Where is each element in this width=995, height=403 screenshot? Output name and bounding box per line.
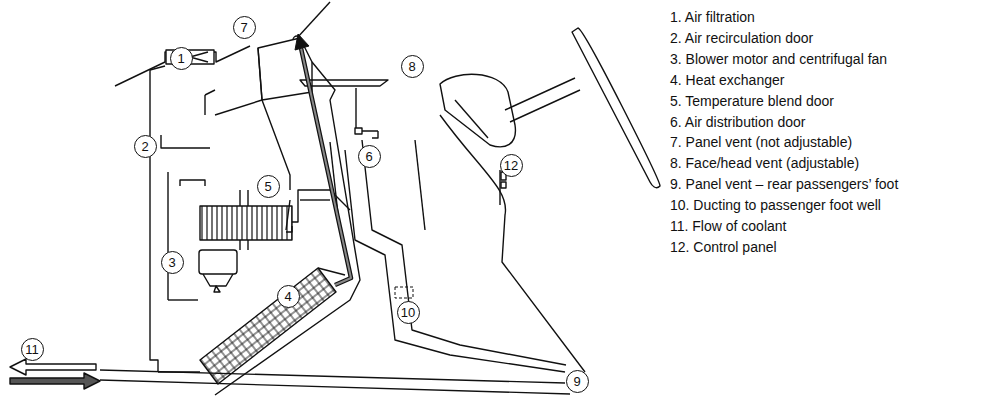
key-entry: 10. Ducting to passenger foot well: [670, 197, 881, 213]
key-entry: 1. Air filtration: [670, 9, 755, 25]
key-entry: 6. Air distribution door: [670, 114, 805, 130]
callout-circle: 3: [161, 251, 184, 274]
callout-number: 11: [25, 343, 39, 356]
key-entry: 7. Panel vent (not adjustable): [670, 134, 852, 150]
callout-number: 1: [177, 52, 184, 65]
key-entry: 11. Flow of coolant: [670, 218, 786, 234]
callout-circle: 10: [397, 301, 420, 324]
callout-circle: 11: [21, 338, 44, 361]
callout-number: 12: [504, 159, 518, 172]
callout-circle: 6: [358, 145, 381, 168]
key-entry: 3. Blower motor and centrifugal fan: [670, 51, 887, 67]
callout-number: 5: [264, 180, 271, 193]
callout-circle: 9: [566, 370, 589, 393]
key-entry: 9. Panel vent – rear passengers’ foot: [670, 176, 898, 192]
callout-number: 10: [401, 306, 415, 319]
key-entry: 8. Face/head vent (adjustable): [670, 155, 859, 171]
callout-circle: 1: [170, 47, 193, 70]
callout-number: 4: [284, 290, 291, 303]
callout-circle: 7: [233, 16, 256, 39]
callout-number: 6: [365, 150, 372, 163]
callout-number: 7: [240, 21, 247, 34]
callout-circle: 4: [277, 285, 300, 308]
callout-number: 2: [141, 140, 148, 153]
callout-number: 9: [573, 375, 580, 388]
key-entry: 5. Temperature blend door: [670, 93, 834, 109]
key-entry: 2. Air recirculation door: [670, 30, 813, 46]
callout-number: 8: [408, 60, 415, 73]
callout-circle: 8: [401, 55, 424, 78]
callout-circle: 5: [257, 175, 280, 198]
callout-circle: 2: [134, 135, 157, 158]
hvac-linework: [10, 2, 660, 395]
key-entry: 12. Control panel: [670, 239, 777, 255]
callout-circle: 12: [500, 154, 523, 177]
key-entry: 4. Heat exchanger: [670, 72, 784, 88]
callout-number: 3: [168, 256, 175, 269]
